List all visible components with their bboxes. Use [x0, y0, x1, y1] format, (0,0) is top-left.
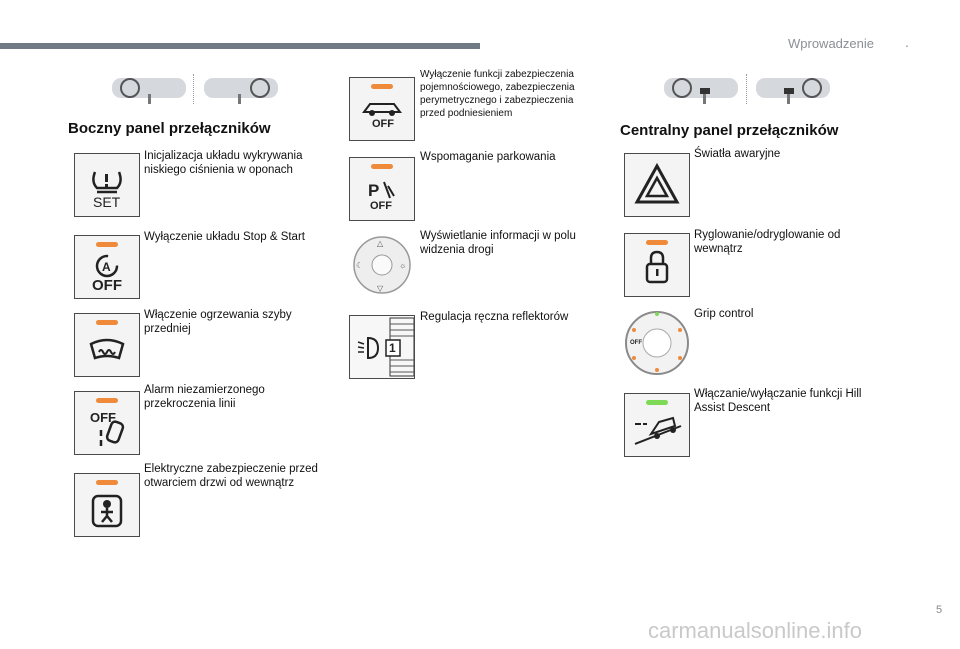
- hill-descent-icon: [634, 416, 682, 445]
- dashboard-center-panel-illustration: [664, 78, 830, 104]
- lane-departure-off-icon: [99, 420, 125, 446]
- head-up-display-controls[interactable]: △ ▽ ☾ ☼: [349, 233, 415, 297]
- svg-text:▽: ▽: [377, 284, 384, 293]
- svg-text:P: P: [368, 181, 379, 200]
- off-icon-text: OFF: [370, 200, 392, 212]
- alarm-protection-off-button[interactable]: OFF: [349, 77, 415, 141]
- off-icon-text: OFF: [630, 340, 642, 346]
- grip-control-dial[interactable]: OFF: [622, 310, 692, 376]
- item-label: Wspomaganie parkowania: [420, 151, 556, 163]
- item-label: Regulacja ręczna reflektorów: [420, 311, 569, 323]
- status-led: [371, 164, 393, 169]
- left-panel-title: Boczny panel przełączników: [68, 120, 271, 137]
- off-icon-text: OFF: [372, 118, 394, 130]
- item-label: Włączanie/wyłączanie funkcji Hill Assist…: [694, 388, 862, 414]
- park-assist-off-icon: P: [368, 181, 395, 200]
- headlamp-position-value: 1: [389, 341, 396, 355]
- headlamp-adjust-icon: [357, 317, 414, 377]
- park-assist-off-button[interactable]: P OFF: [349, 157, 415, 221]
- status-led: [96, 398, 118, 403]
- illustration-divider: [193, 74, 195, 104]
- page-number: 5: [936, 604, 943, 616]
- item-label: Elektryczne zabezpieczenie przed otwarci…: [144, 463, 318, 489]
- svg-text:△: △: [377, 239, 384, 248]
- item-label: Ryglowanie/odryglowanie od wewnątrz: [694, 229, 841, 255]
- status-led: [96, 480, 118, 485]
- dashboard-left-panel-illustration: [112, 78, 278, 104]
- alarm-protection-off-icon: [362, 103, 402, 116]
- hill-descent-button[interactable]: [624, 393, 690, 457]
- central-lock-button[interactable]: [624, 233, 690, 297]
- windshield-heating-button[interactable]: [74, 313, 140, 377]
- off-icon-text: OFF: [90, 410, 116, 425]
- status-led: [96, 320, 118, 325]
- child-lock-icon: [91, 494, 123, 528]
- central-lock-icon: [645, 250, 669, 284]
- svg-text:☾: ☾: [356, 261, 363, 270]
- hazard-warning-button[interactable]: [624, 153, 690, 217]
- tire-pressure-set-icon: [92, 171, 122, 194]
- item-label: Wyświetlanie informacji w polu widzenia …: [420, 230, 576, 256]
- item-label: Wyłączenie układu Stop & Start: [144, 231, 305, 243]
- status-led: [646, 240, 668, 245]
- svg-text:☼: ☼: [399, 261, 406, 270]
- item-label: Grip control: [694, 308, 754, 320]
- chapter-marker: .: [905, 34, 909, 50]
- item-label: Włączenie ogrzewania szyby przedniej: [144, 309, 292, 335]
- off-icon-text: OFF: [92, 277, 122, 294]
- status-led: [646, 400, 668, 405]
- set-icon-text: SET: [93, 194, 121, 210]
- watermark: carmanualsonline.info: [648, 618, 863, 643]
- status-led: [371, 84, 393, 89]
- windshield-heating-icon: [89, 338, 125, 360]
- stop-start-off-icon: A: [95, 254, 119, 278]
- header-bar: [0, 43, 480, 49]
- child-lock-button[interactable]: [74, 473, 140, 537]
- illustration-divider: [746, 74, 748, 104]
- chapter-title: Wprowadzenie: [788, 36, 874, 51]
- hazard-warning-icon: [634, 162, 680, 204]
- stop-start-off-button[interactable]: A OFF: [74, 235, 140, 299]
- grip-control-dial-icon: [625, 311, 689, 375]
- status-led: [96, 242, 118, 247]
- item-label: Wyłączenie funkcji zabezpieczenia pojemn…: [420, 69, 575, 119]
- item-label: Alarm niezamierzonego przekroczenia lini…: [144, 384, 265, 410]
- headlamp-adjust-control[interactable]: 1: [349, 315, 415, 379]
- lane-departure-off-button[interactable]: OFF: [74, 391, 140, 455]
- svg-text:A: A: [102, 260, 111, 274]
- head-up-display-control-icon: △ ▽ ☾ ☼: [353, 236, 411, 294]
- item-label: Inicjalizacja układu wykrywania niskiego…: [144, 150, 303, 176]
- right-panel-title: Centralny panel przełączników: [620, 122, 839, 139]
- item-label: Światła awaryjne: [694, 148, 781, 160]
- tire-pressure-set-button[interactable]: SET: [74, 153, 140, 217]
